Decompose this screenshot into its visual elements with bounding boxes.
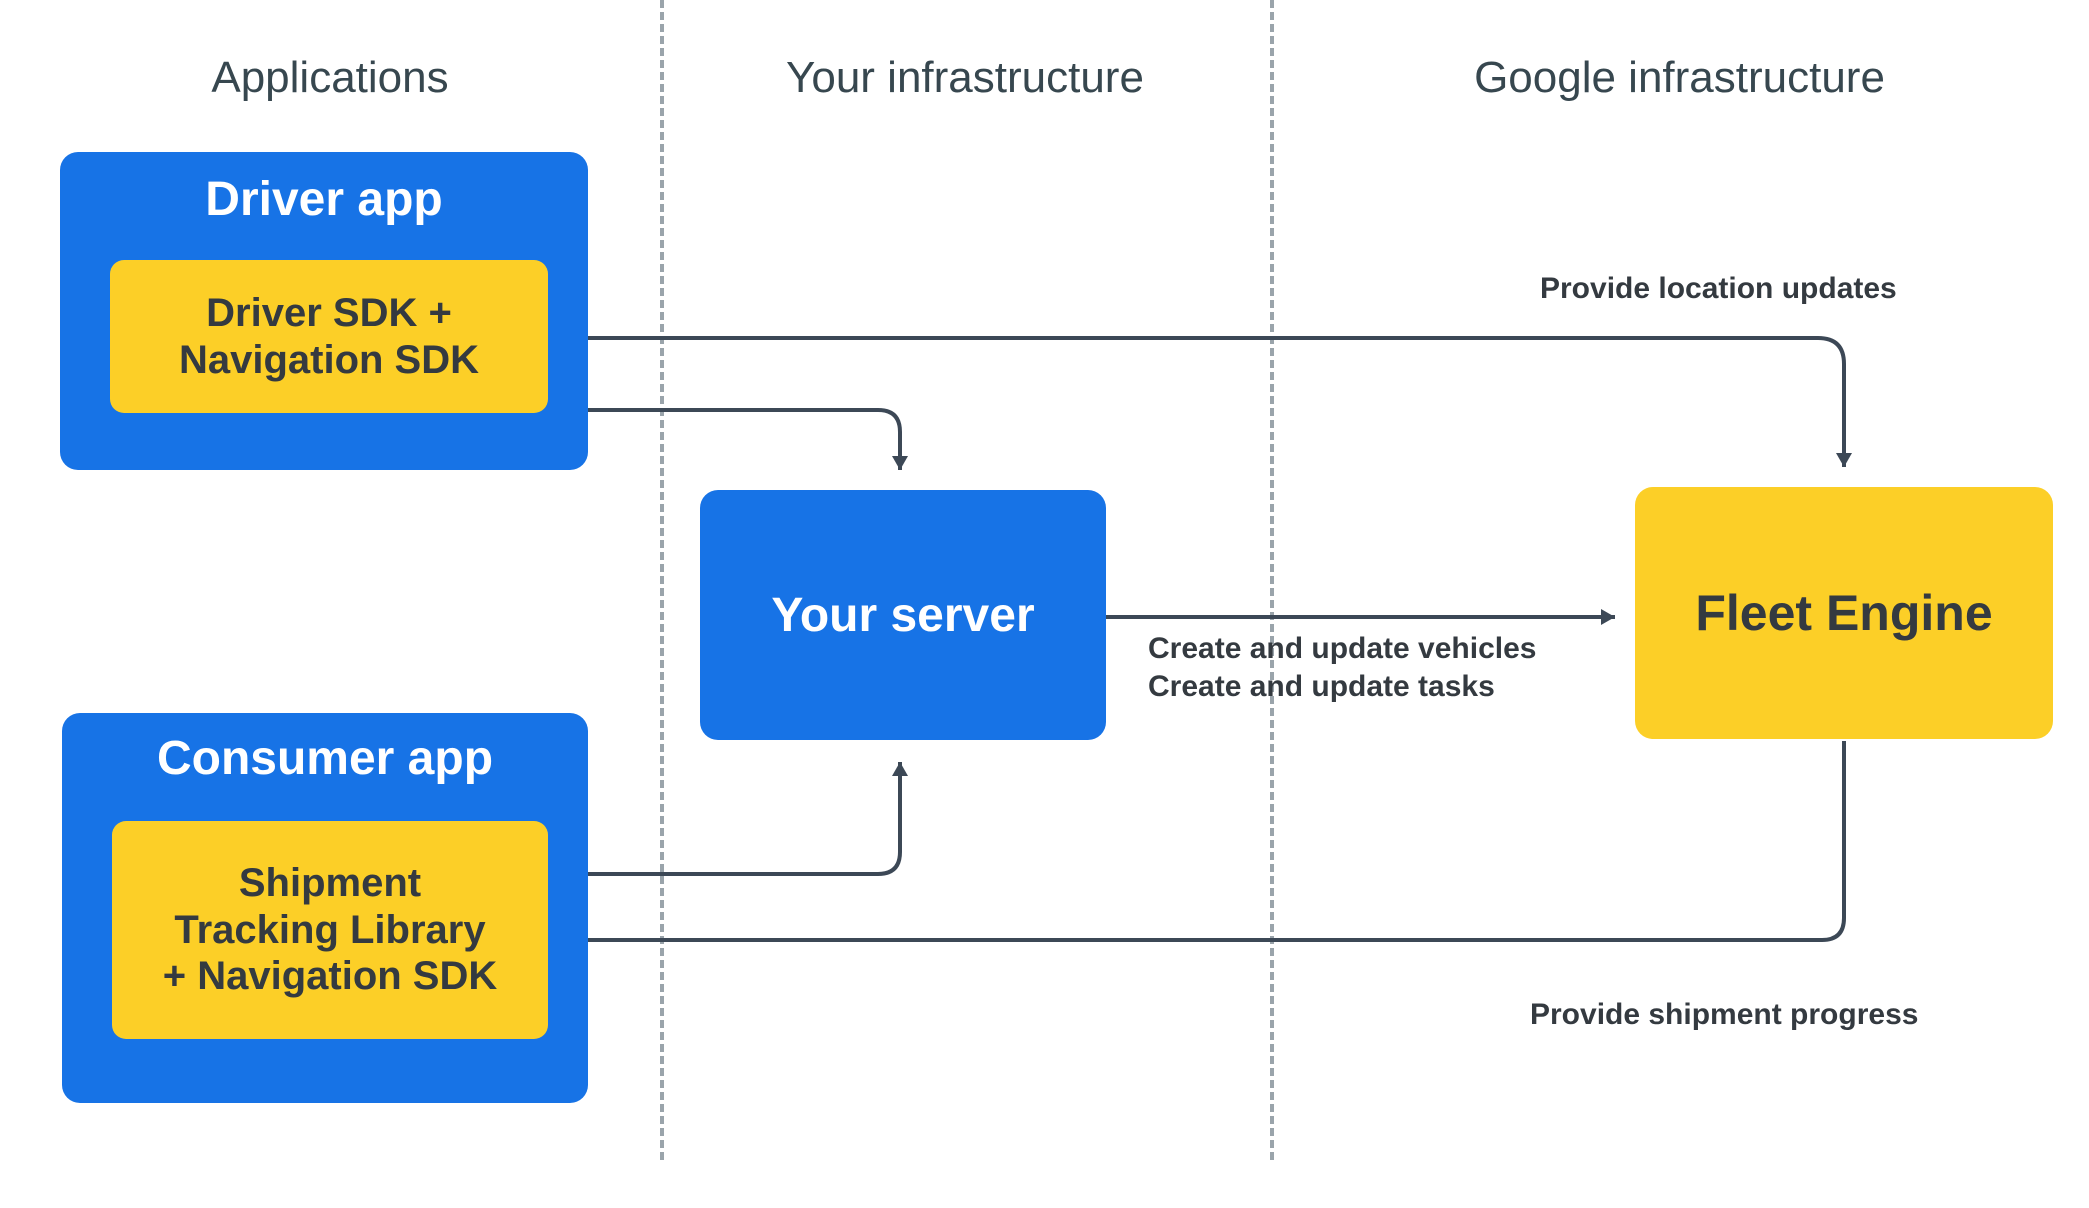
driver-sdk-label-line-1: Driver SDK + bbox=[206, 291, 452, 336]
edge-label-create-update-line-1: Create and update vehicles bbox=[1148, 632, 1537, 665]
consumer-sdk-label: Shipment Tracking Library + Navigation S… bbox=[163, 860, 498, 999]
driver-sdk-label-line-2: Navigation SDK bbox=[178, 337, 480, 382]
node-consumer-app[interactable]: Consumer app Shipment Tracking Library +… bbox=[62, 713, 588, 1103]
edge-label-create-update: Create and update vehicles Create and up… bbox=[1148, 630, 1536, 707]
edge-location-updates bbox=[568, 330, 1852, 467]
column-heading-google-infrastructure: Google infrastructure bbox=[1474, 53, 1885, 102]
consumer-sdk-label-line-2: Tracking Library bbox=[174, 907, 486, 952]
driver-app-title: Driver app bbox=[205, 173, 443, 226]
node-consumer-sdk[interactable]: Shipment Tracking Library + Navigation S… bbox=[112, 821, 548, 1039]
edge-shipment-progress bbox=[568, 741, 1846, 948]
node-your-server[interactable]: Your server bbox=[700, 490, 1106, 740]
edge-server-to-consumer bbox=[568, 762, 908, 882]
edge-label-create-update-line-2: Create and update tasks bbox=[1148, 670, 1495, 704]
node-driver-sdk[interactable]: Driver SDK + Navigation SDK bbox=[110, 260, 548, 413]
edge-server-to-driver bbox=[568, 402, 908, 470]
driver-sdk-label: Driver SDK + Navigation SDK bbox=[179, 290, 479, 383]
your-server-label: Your server bbox=[771, 588, 1035, 642]
column-divider-right bbox=[1270, 0, 1274, 1160]
node-driver-app[interactable]: Driver app Driver SDK + Navigation SDK bbox=[60, 152, 588, 470]
consumer-sdk-label-line-1: Shipment bbox=[238, 861, 422, 906]
fleet-engine-label: Fleet Engine bbox=[1695, 585, 1993, 641]
edge-label-shipment-progress: Provide shipment progress bbox=[1530, 998, 1919, 1031]
column-divider-left bbox=[660, 0, 664, 1160]
consumer-app-title: Consumer app bbox=[156, 732, 494, 785]
column-heading-applications: Applications bbox=[211, 53, 449, 102]
node-fleet-engine[interactable]: Fleet Engine bbox=[1635, 487, 2053, 739]
consumer-sdk-label-line-3: + Navigation SDK bbox=[162, 954, 498, 999]
edge-label-location-updates: Provide location updates bbox=[1540, 272, 1897, 305]
column-heading-your-infrastructure: Your infrastructure bbox=[786, 53, 1144, 102]
